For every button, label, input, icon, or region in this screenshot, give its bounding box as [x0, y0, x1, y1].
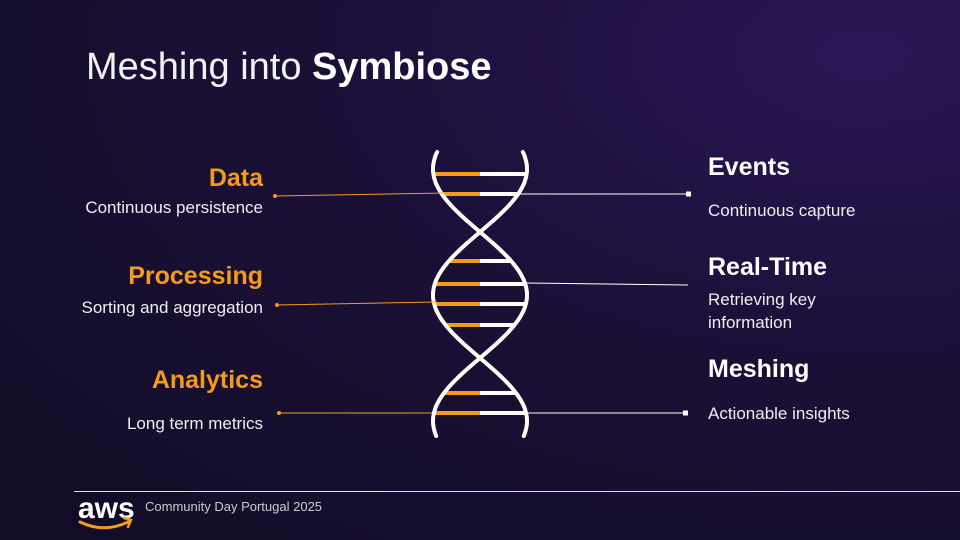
- label-analytics-heading: Analytics: [151, 366, 263, 394]
- label-events-sub: Continuous capture: [708, 201, 856, 220]
- connector-processing: [276, 301, 438, 306]
- label-meshing-heading: Meshing: [708, 355, 810, 383]
- title-bold: Symbiose: [312, 46, 492, 88]
- helix-strand-left: [431, 150, 529, 438]
- connector-dot: [683, 410, 688, 416]
- helix-strand-right: [431, 150, 529, 438]
- connector-dot: [686, 191, 691, 197]
- label-meshing-sub: Actionable insights: [708, 404, 850, 423]
- aws-logo: aws: [78, 492, 135, 530]
- label-processing-heading: Processing: [128, 262, 263, 290]
- label-data-heading: Data: [208, 164, 263, 192]
- label-data-sub: Continuous persistence: [85, 198, 263, 217]
- label-analytics-sub: Long term metrics: [126, 414, 263, 433]
- label-events-heading: Events: [708, 153, 790, 181]
- label-processing-sub: Sorting and aggregation: [81, 298, 263, 317]
- connector-dot: [277, 411, 281, 415]
- slide-title: Meshing into Symbiose: [86, 46, 492, 89]
- connector-dot: [273, 194, 277, 198]
- connector-realtime: [526, 282, 689, 286]
- footer-divider: [74, 491, 960, 492]
- footer-text: Community Day Portugal 2025: [145, 499, 323, 514]
- label-realtime-sub: Retrieving key information: [708, 290, 816, 332]
- connector-dot: [275, 303, 279, 307]
- label-realtime-heading: Real-Time: [708, 253, 828, 281]
- svg-text:aws: aws: [78, 492, 135, 525]
- title-regular: Meshing into: [86, 46, 313, 88]
- connector-data: [274, 192, 446, 197]
